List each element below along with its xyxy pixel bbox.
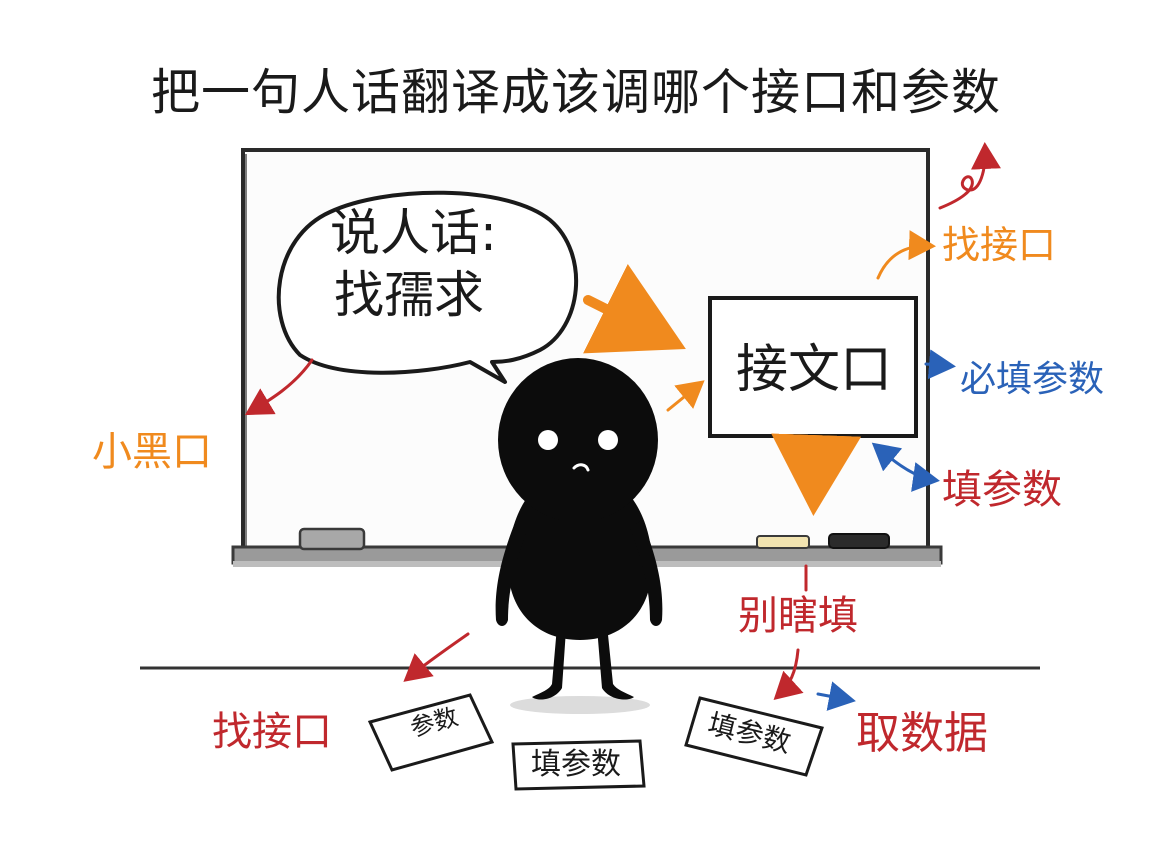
label-fetch-data: 取数据 <box>856 708 988 759</box>
arrow-to-fetch-data <box>816 681 856 711</box>
arrow-dont-fill-down <box>773 648 804 701</box>
speech-bubble-line1: 说人话: <box>330 204 497 262</box>
arrow-character-to-box <box>666 380 705 412</box>
marker-black <box>828 533 890 549</box>
marker-yellow <box>756 535 810 549</box>
label-find-interface-bottom: 找接口 <box>212 709 332 755</box>
arrow-bubble-to-box <box>583 263 686 354</box>
label-dont-fill-randomly: 别瞎填 <box>738 593 858 639</box>
arrow-top-right-loop <box>938 142 1001 210</box>
center-box-label: 接文口 <box>735 340 892 400</box>
label-find-interface-top: 找接口 <box>942 223 1057 267</box>
label-small-mouth: 小黑口 <box>92 429 212 475</box>
arrow-to-fill-params <box>871 442 940 492</box>
arrow-to-small-mouth <box>244 358 314 416</box>
center-box <box>708 296 918 438</box>
page-title: 把一句人话翻译成该调哪个接口和参数 <box>150 64 1001 121</box>
eraser <box>298 527 366 551</box>
card-right <box>684 696 824 777</box>
arrow-box-to-find-interface <box>876 230 936 280</box>
arrow-to-find-interface-bottom <box>403 632 470 682</box>
speech-bubble <box>276 190 579 384</box>
card-center <box>511 739 646 791</box>
arrow-to-required-params <box>924 349 956 380</box>
label-fill-params-right: 填参数 <box>942 467 1062 513</box>
arrow-box-down <box>771 433 862 516</box>
card-center-label: 填参数 <box>531 747 621 782</box>
card-left <box>367 693 495 772</box>
speech-bubble-line2: 找孺求 <box>334 266 484 324</box>
label-required-params: 必填参数 <box>960 359 1105 400</box>
character <box>495 358 663 714</box>
